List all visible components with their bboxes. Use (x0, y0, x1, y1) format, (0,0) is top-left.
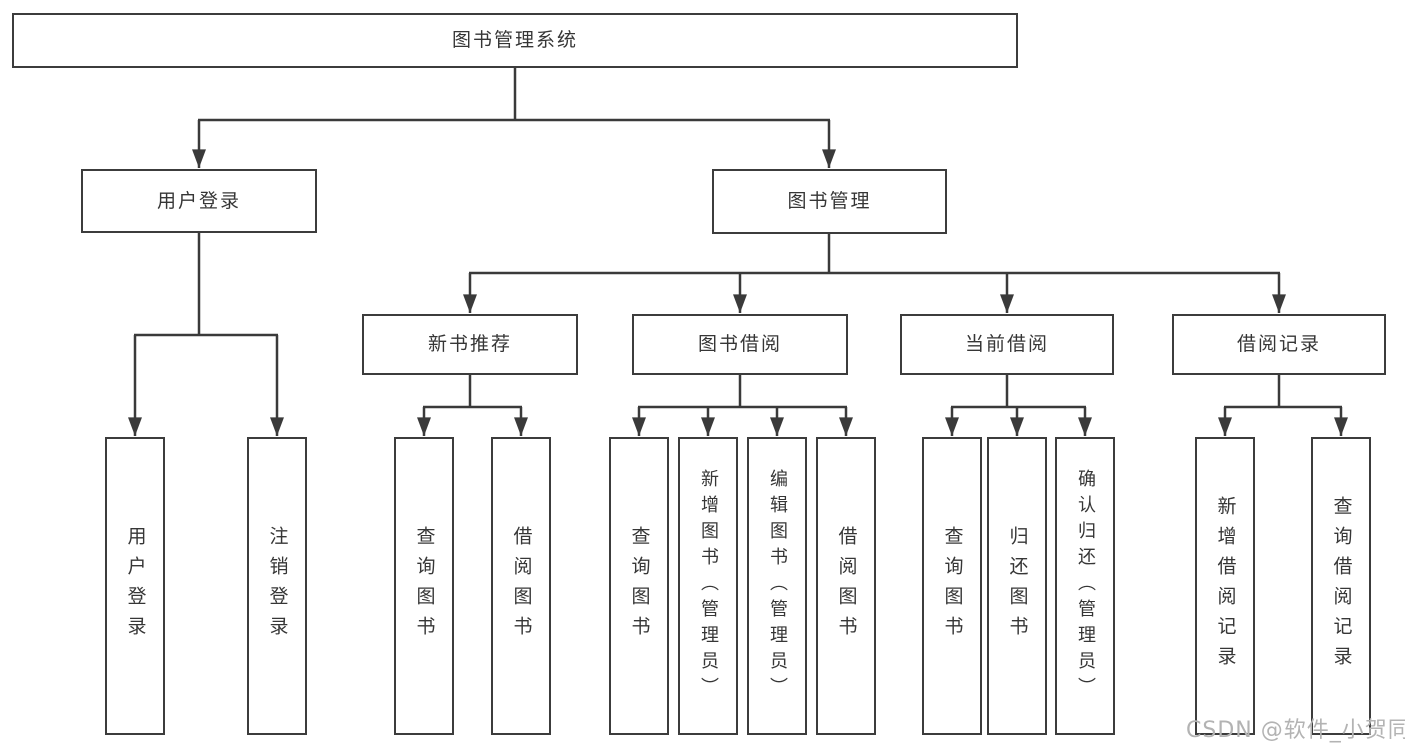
node-borrowing-records: 借阅记录 (1172, 314, 1386, 375)
node-leaf-edit-books-admin: 编辑图书（管理员） (747, 437, 807, 735)
node-current-borrowing: 当前借阅 (900, 314, 1114, 375)
node-leaf-add-borrow-record: 新增借阅记录 (1195, 437, 1255, 735)
node-new-book-recommendation: 新书推荐 (362, 314, 578, 375)
node-user-login: 用户登录 (81, 169, 317, 233)
node-leaf-logout: 注销登录 (247, 437, 307, 735)
csdn-watermark: CSDN @软件_小贺同学 (1186, 718, 1405, 743)
node-book-management: 图书管理 (712, 169, 947, 234)
node-leaf-query-books-1: 查询图书 (394, 437, 454, 735)
node-leaf-query-books-3: 查询图书 (922, 437, 982, 735)
node-leaf-query-borrow-record: 查询借阅记录 (1311, 437, 1371, 735)
node-leaf-query-books-2: 查询图书 (609, 437, 669, 735)
node-leaf-user-login: 用户登录 (105, 437, 165, 735)
node-leaf-borrow-books-1: 借阅图书 (491, 437, 551, 735)
node-library-management-system: 图书管理系统 (12, 13, 1018, 68)
node-leaf-confirm-return-admin: 确认归还（管理员） (1055, 437, 1115, 735)
node-leaf-return-books: 归还图书 (987, 437, 1047, 735)
node-book-borrowing: 图书借阅 (632, 314, 848, 375)
node-leaf-borrow-books-2: 借阅图书 (816, 437, 876, 735)
node-leaf-add-books-admin: 新增图书（管理员） (678, 437, 738, 735)
